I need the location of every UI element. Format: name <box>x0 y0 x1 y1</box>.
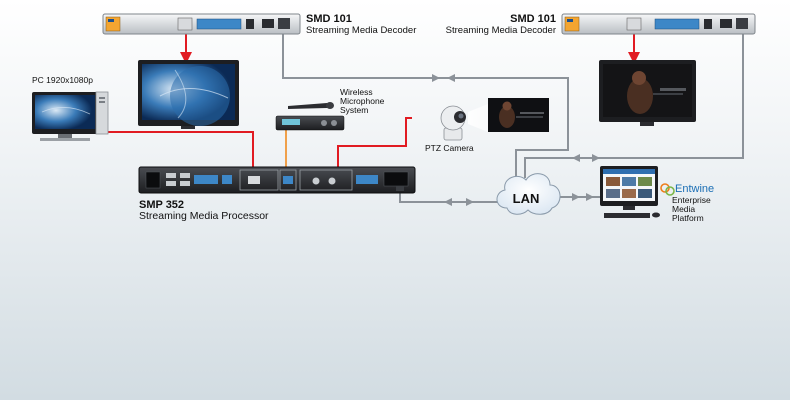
entwine-label-line-1: Enterprise <box>672 195 711 205</box>
entwine-brand: Entwine <box>675 183 714 195</box>
lan-cloud <box>496 173 561 215</box>
cable-camera-to-smp <box>332 117 412 180</box>
smd-right-subtitle: Streaming Media Decoder <box>446 25 556 36</box>
video-cables <box>108 30 640 180</box>
ptz-camera[interactable] <box>440 104 488 141</box>
lan-label: LAN <box>513 191 540 206</box>
microphone-label-line-1: Wireless <box>340 87 373 97</box>
cable-smd-left-to-lan <box>282 34 569 178</box>
smd-left-title: SMD 101 <box>306 13 352 25</box>
microphone-label: Wireless Microphone System <box>340 87 387 115</box>
entwine-label: Enterprise Media Platform <box>672 195 713 223</box>
entwine-logo-icon <box>660 183 675 196</box>
smd-left-subtitle: Streaming Media Decoder <box>306 25 416 36</box>
right-monitor <box>599 60 696 126</box>
smd-right-title: SMD 101 <box>510 13 556 25</box>
smp-title: SMP 352 <box>139 199 184 211</box>
microphone-label-line-2: Microphone <box>340 96 385 106</box>
pc-label: PC 1920x1080p <box>32 75 93 85</box>
cable-smd-right-to-lan <box>524 34 744 178</box>
smp-352-device[interactable] <box>138 166 416 194</box>
smp-subtitle: Streaming Media Processor <box>139 210 269 222</box>
wireless-microphone[interactable] <box>275 102 345 131</box>
smd-right-device[interactable] <box>561 13 756 35</box>
camera-scene-image <box>488 98 549 132</box>
entwine-label-line-3: Platform <box>672 213 704 223</box>
network-arrows <box>432 74 600 206</box>
ptz-camera-label: PTZ Camera <box>425 143 474 153</box>
left-monitor <box>138 60 239 129</box>
pc-computer[interactable] <box>32 91 109 141</box>
entwine-workstation[interactable] <box>600 166 660 218</box>
cable-pc-to-smp <box>108 131 259 180</box>
entwine-label-line-2: Media <box>672 204 695 214</box>
microphone-label-line-3: System <box>340 105 368 115</box>
smd-left-device[interactable] <box>102 13 301 35</box>
